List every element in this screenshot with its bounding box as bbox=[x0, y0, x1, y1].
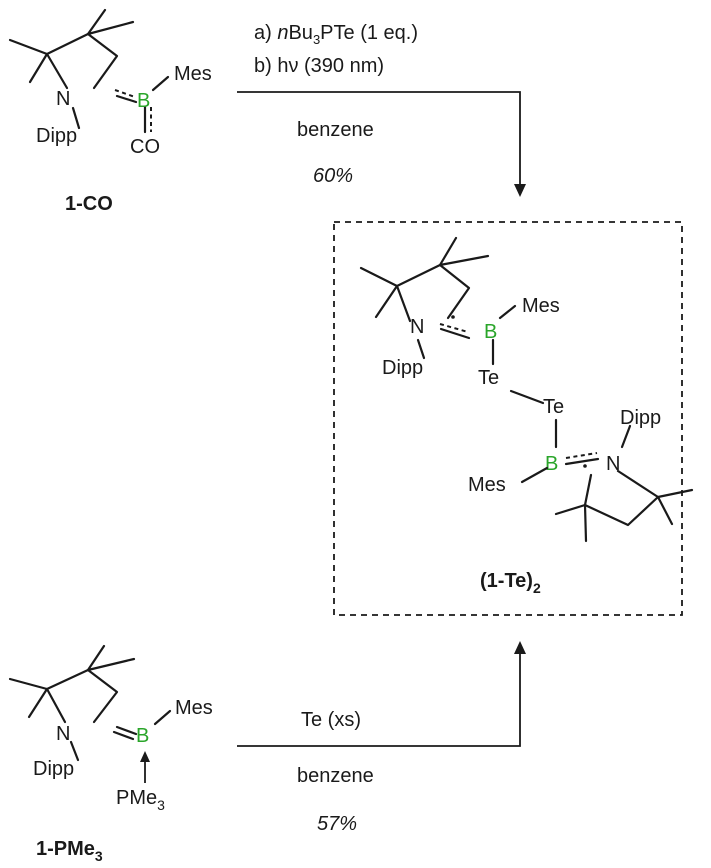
nitrogen-label-1: N bbox=[410, 316, 424, 338]
reaction-arrow-bottom: Te (xs) benzene 57% bbox=[237, 641, 526, 835]
boron-label-2: B bbox=[545, 453, 558, 475]
condition-step-a: a) nBu3PTe (1 eq.) bbox=[254, 22, 418, 47]
solvent-label-top: benzene bbox=[297, 119, 374, 141]
compound-1-pme3: N B Mes Dipp PMe3 1-PMe3 bbox=[8, 644, 213, 864]
compound-name-1-co: 1-CO bbox=[65, 193, 113, 215]
mes-label: Mes bbox=[174, 63, 212, 85]
yield-label-top: 60% bbox=[313, 165, 353, 187]
condition-step-b: b) hν (390 nm) bbox=[254, 55, 384, 77]
product-name: (1-Te)2 bbox=[480, 570, 541, 596]
dipp-label-2: Dipp bbox=[620, 407, 661, 429]
mes-label-1: Mes bbox=[522, 295, 560, 317]
tellurium-label-2: Te bbox=[543, 396, 564, 418]
reaction-arrow-top: a) nBu3PTe (1 eq.) b) hν (390 nm) benzen… bbox=[237, 22, 526, 197]
nitrogen-label-2: N bbox=[606, 453, 620, 475]
nitrogen-label: N bbox=[56, 723, 70, 745]
nitrogen-label: N bbox=[56, 88, 70, 110]
dipp-label-1: Dipp bbox=[382, 357, 423, 379]
solvent-label-bottom: benzene bbox=[297, 765, 374, 787]
dipp-label: Dipp bbox=[33, 758, 74, 780]
product-1-te-dimer: N B Mes Dipp Te Te B N Dipp Mes (1-Te)2 bbox=[359, 236, 694, 596]
product-box bbox=[333, 221, 683, 616]
compound-1-co: N B Mes Dipp CO 1-CO bbox=[8, 8, 212, 215]
pme3-label: PMe3 bbox=[116, 787, 165, 813]
tellurium-label-1: Te bbox=[478, 367, 499, 389]
mes-label-2: Mes bbox=[468, 474, 506, 496]
carbonyl-label: CO bbox=[130, 136, 160, 158]
reagent-label-bottom: Te (xs) bbox=[301, 709, 361, 731]
compound-name-1-pme3: 1-PMe3 bbox=[36, 838, 103, 864]
boron-label: B bbox=[136, 725, 149, 747]
boron-label-1: B bbox=[484, 321, 497, 343]
yield-label-bottom: 57% bbox=[317, 813, 357, 835]
dipp-label: Dipp bbox=[36, 125, 77, 147]
mes-label: Mes bbox=[175, 697, 213, 719]
boron-label: B bbox=[137, 90, 150, 112]
